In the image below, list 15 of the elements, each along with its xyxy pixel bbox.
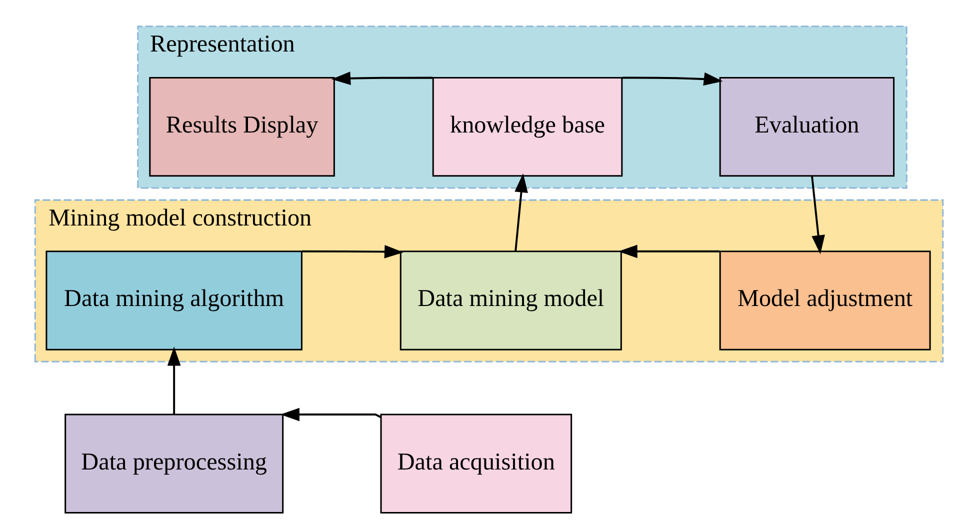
arrow	[280, 408, 381, 422]
node-box: Data mining model	[399, 250, 622, 350]
node-box: Data preprocessing	[64, 414, 284, 514]
arrow	[330, 72, 433, 85]
node-box: Model adjustment	[718, 250, 930, 350]
node-box: Evaluation	[718, 76, 894, 177]
arrow	[622, 72, 722, 86]
arrow	[514, 173, 528, 252]
arrow	[166, 346, 180, 414]
arrow	[618, 244, 719, 258]
node-box: Data mining algorithm	[45, 250, 302, 350]
node-box: Data acquisition	[380, 414, 572, 514]
node-box: Results Display	[148, 76, 334, 177]
arrow	[301, 245, 404, 258]
node-box: knowledge base	[432, 76, 622, 177]
